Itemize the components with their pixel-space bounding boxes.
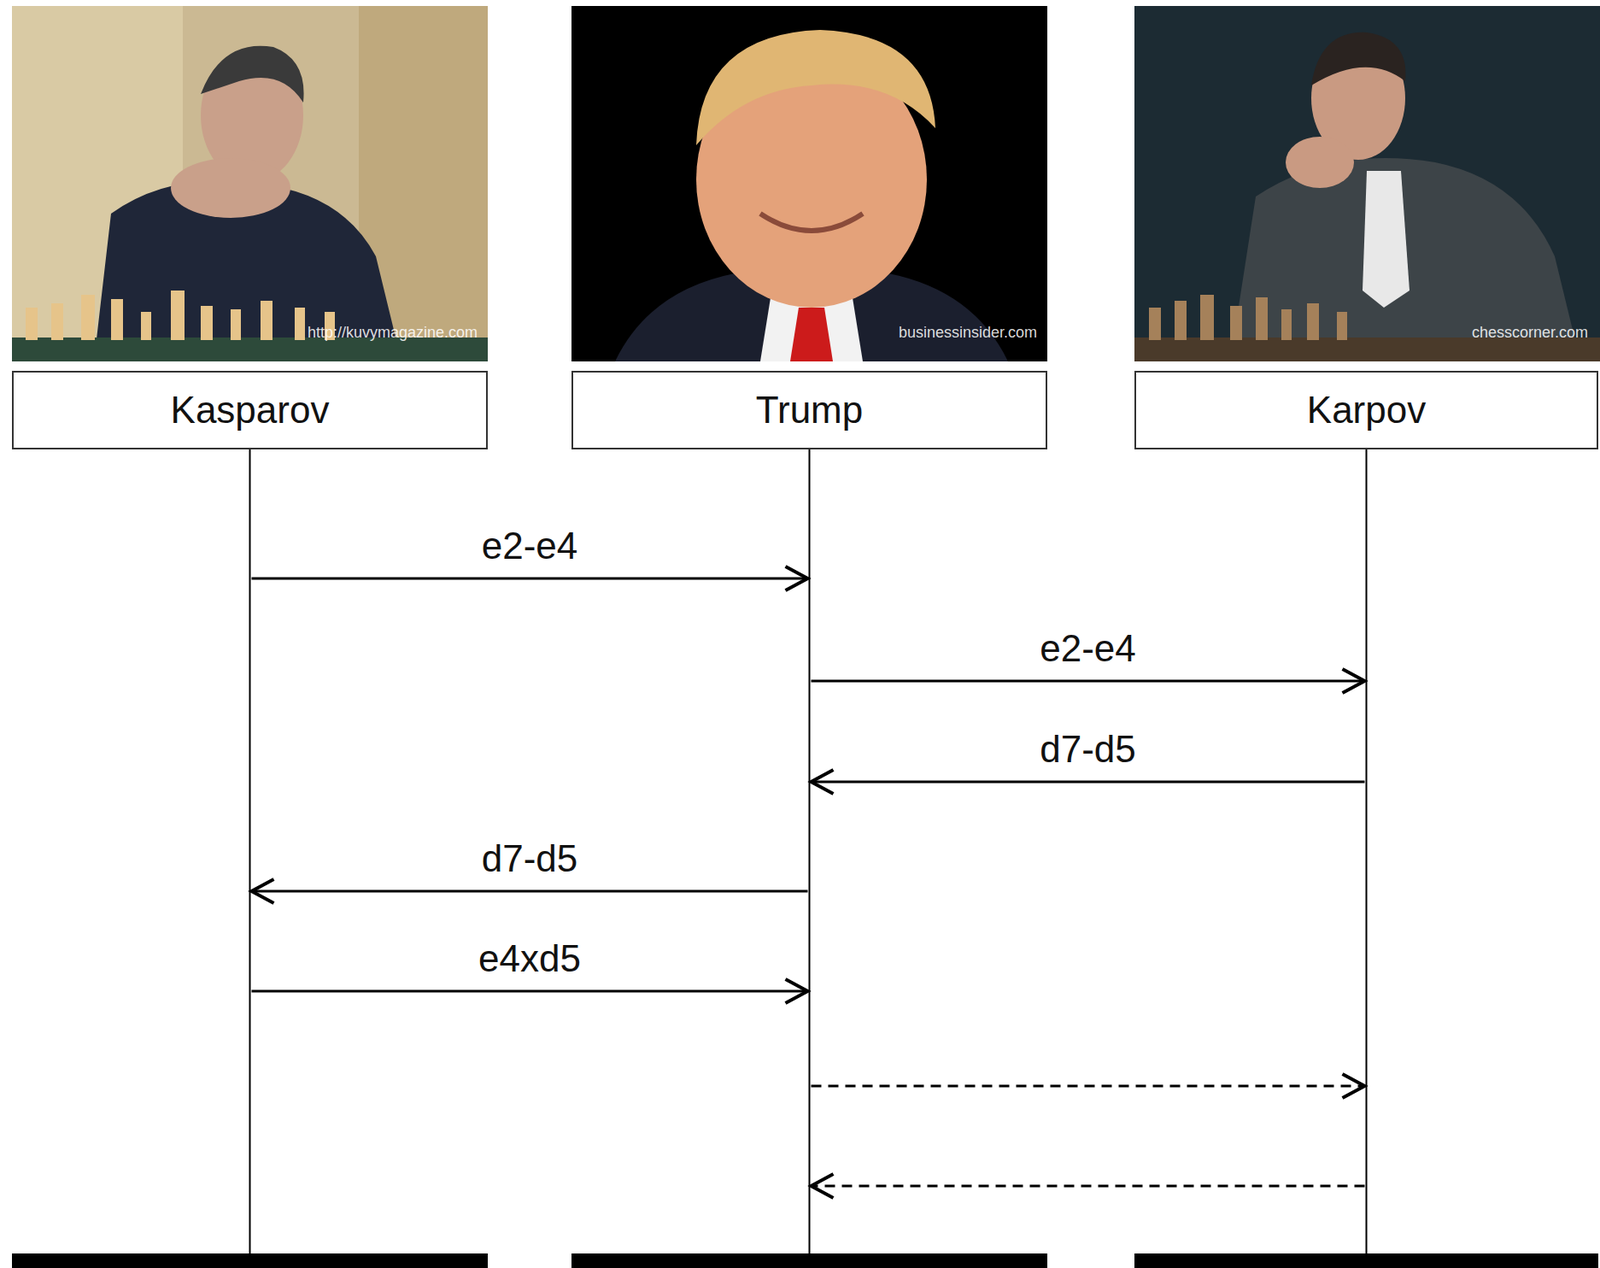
lifeline xyxy=(808,449,811,1254)
board xyxy=(11,337,488,362)
lifeline-end-bar xyxy=(571,1253,1048,1268)
arrow-head xyxy=(811,769,834,794)
participant-name: Trump xyxy=(745,388,874,432)
message-label: e4xd5 xyxy=(473,937,587,979)
arrow-shaft xyxy=(811,1184,1366,1188)
message-arrow xyxy=(811,668,1366,693)
arrow-head xyxy=(252,879,275,903)
participant-name: Kasparov xyxy=(160,388,340,432)
board xyxy=(1134,337,1600,362)
chess-pieces xyxy=(25,290,335,340)
arrow-shaft xyxy=(252,577,809,581)
arrow-head xyxy=(1342,1073,1366,1098)
message-arrow xyxy=(252,978,809,1003)
karpov-photo xyxy=(1134,5,1600,362)
arrow-head xyxy=(1342,668,1366,693)
message-label: e2-e4 xyxy=(476,525,584,567)
message-label: d7-d5 xyxy=(1034,728,1142,770)
message-label: d7-d5 xyxy=(476,838,584,880)
arrow-shaft xyxy=(811,679,1366,683)
message-arrow xyxy=(252,879,809,903)
shirt xyxy=(1362,170,1410,308)
smile xyxy=(760,213,863,231)
message-label: e2-e4 xyxy=(1034,627,1142,669)
participant-name: Karpov xyxy=(1296,388,1436,432)
tie xyxy=(790,307,833,362)
arrow-shaft xyxy=(811,1084,1366,1088)
arrow-shaft xyxy=(811,780,1366,784)
photo-ground xyxy=(1134,5,1600,362)
watermark: chesscorner.com xyxy=(1471,324,1589,342)
trump-photo xyxy=(571,5,1048,362)
message-arrow xyxy=(252,566,809,591)
arrow-shaft xyxy=(252,890,809,893)
lifeline-head: Karpov xyxy=(1134,370,1599,450)
message-arrow xyxy=(811,769,1366,794)
lifeline-head: Trump xyxy=(571,370,1048,450)
chess-pieces xyxy=(1148,294,1348,340)
lifeline xyxy=(1365,449,1368,1254)
message-arrow xyxy=(811,1073,1366,1098)
lifeline-head: Kasparov xyxy=(11,370,488,450)
watermark: http://kuvymagazine.com xyxy=(307,324,478,342)
hands xyxy=(170,158,291,218)
kasparov-photo xyxy=(11,5,488,362)
message-arrow xyxy=(811,1173,1366,1198)
lifeline-end-bar xyxy=(11,1253,488,1268)
hair xyxy=(1311,32,1406,86)
arrow-shaft xyxy=(252,990,809,993)
arrow-head xyxy=(811,1173,834,1198)
photo-ground xyxy=(11,5,488,362)
lifeline xyxy=(249,449,252,1254)
photo-ground xyxy=(571,5,1048,362)
hand xyxy=(1285,136,1354,188)
arrow-head xyxy=(785,566,809,591)
arrow-head xyxy=(785,978,809,1003)
lifeline-end-bar xyxy=(1134,1253,1599,1268)
watermark: businessinsider.com xyxy=(898,324,1038,342)
hair xyxy=(200,46,305,103)
hair xyxy=(696,29,936,146)
